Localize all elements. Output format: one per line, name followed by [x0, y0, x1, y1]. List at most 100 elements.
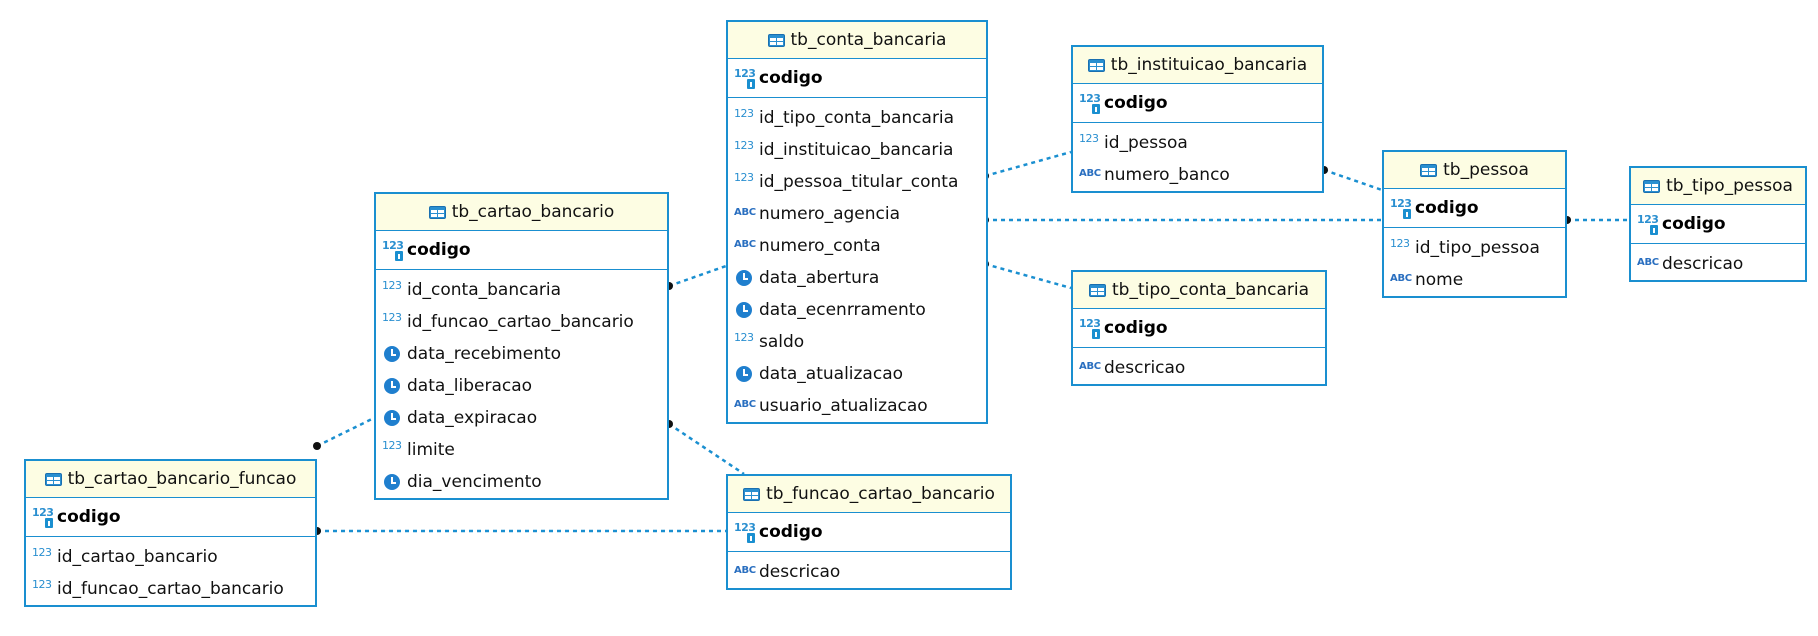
column-name: limite — [407, 440, 455, 460]
date-type-icon — [382, 409, 404, 427]
entity-header[interactable]: tb_pessoa — [1384, 152, 1565, 189]
entity-title: tb_tipo_pessoa — [1666, 176, 1793, 196]
column-name: data_ecenrramento — [759, 300, 926, 320]
entity-header[interactable]: tb_funcao_cartao_bancario — [728, 476, 1010, 513]
entity-title: tb_cartao_bancario — [451, 202, 615, 222]
relationship-line[interactable] — [668, 422, 745, 476]
entity-title: tb_cartao_bancario_funcao — [67, 469, 297, 489]
numeric-type-icon: 123 — [1079, 132, 1099, 145]
numeric-type-icon: 123 — [734, 331, 754, 344]
relationship-line[interactable] — [316, 416, 375, 448]
column-name: id_cartao_bancario — [57, 547, 218, 567]
date-type-icon — [734, 365, 756, 383]
column-name: descricao — [1662, 254, 1744, 274]
table-icon — [1087, 58, 1105, 72]
date-type-icon — [382, 377, 404, 395]
column-name: numero_agencia — [759, 204, 901, 224]
entity-header[interactable]: tb_conta_bancaria — [728, 22, 986, 59]
column-name: data_abertura — [759, 268, 880, 288]
text-type-icon: ABC — [734, 207, 756, 218]
column-name: id_funcao_cartao_bancario — [407, 312, 634, 332]
table-icon — [1088, 283, 1106, 297]
entity-title: tb_conta_bancaria — [790, 30, 947, 50]
column-row[interactable]: data_abertura — [728, 262, 986, 294]
column-name: numero_banco — [1104, 165, 1230, 185]
relationship-line[interactable] — [1323, 168, 1383, 192]
primary-key-label: codigo — [407, 240, 471, 260]
text-type-icon: ABC — [1637, 257, 1659, 268]
column-name: data_liberacao — [407, 376, 533, 396]
numeric-type-icon: 123 — [734, 107, 754, 120]
relationship-line[interactable] — [984, 150, 1072, 178]
date-type-icon — [734, 269, 756, 287]
column-row[interactable]: dia_vencimento — [376, 466, 667, 498]
column-row[interactable]: 123 limite — [376, 434, 667, 466]
column-row[interactable]: 123 id_tipo_conta_bancaria — [728, 102, 986, 134]
numeric-type-icon: 123 — [32, 578, 52, 591]
entity-header[interactable]: tb_tipo_conta_bancaria — [1073, 272, 1325, 309]
text-type-icon: ABC — [734, 565, 756, 576]
numeric-type-icon: 123 — [734, 171, 754, 184]
column-row[interactable]: data_ecenrramento — [728, 294, 986, 326]
numeric-type-icon: 123 — [382, 439, 402, 452]
column-row[interactable]: 123 saldo — [728, 326, 986, 358]
column-row[interactable]: data_recebimento — [376, 338, 667, 370]
numeric-type-icon: 123 — [734, 139, 754, 152]
column-row[interactable]: data_liberacao — [376, 370, 667, 402]
date-type-icon — [382, 345, 404, 363]
column-name: data_atualizacao — [759, 364, 904, 384]
relationship-line[interactable] — [668, 264, 727, 288]
table-icon — [1420, 163, 1438, 177]
column-row[interactable]: data_expiracao — [376, 402, 667, 434]
entity-header[interactable]: tb_instituicao_bancaria — [1073, 47, 1322, 84]
entity-title: tb_tipo_conta_bancaria — [1111, 280, 1310, 300]
entity-header[interactable]: tb_cartao_bancario_funcao — [26, 461, 315, 498]
entity-header[interactable]: tb_tipo_pessoa — [1631, 168, 1805, 205]
text-type-icon: ABC — [734, 239, 756, 250]
column-name: saldo — [759, 332, 805, 352]
column-name: id_conta_bancaria — [407, 280, 561, 300]
primary-key-label: codigo — [759, 522, 823, 542]
relationship-line[interactable] — [984, 262, 1072, 290]
primary-key-icon: 123 — [734, 67, 756, 89]
column-row[interactable]: data_atualizacao — [728, 358, 986, 390]
entity-header[interactable]: tb_cartao_bancario — [376, 194, 667, 231]
column-name: id_tipo_conta_bancaria — [759, 108, 955, 128]
